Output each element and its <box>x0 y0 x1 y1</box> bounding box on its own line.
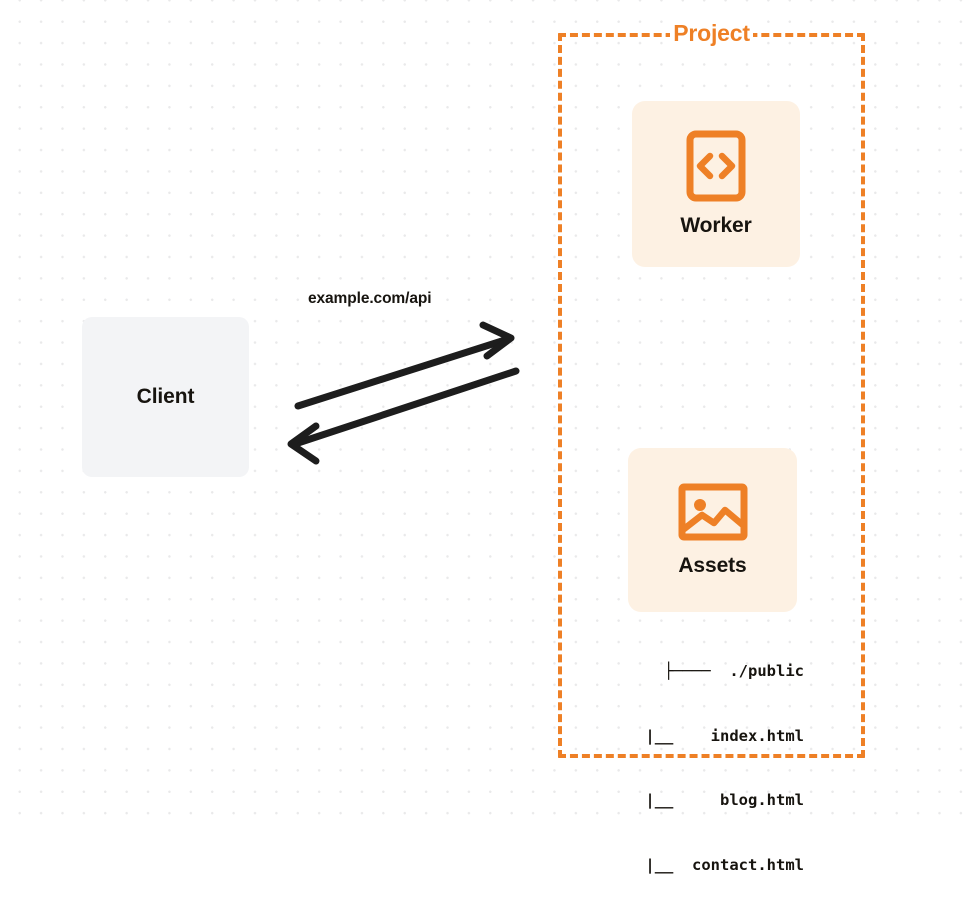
arrow-request <box>294 321 515 410</box>
project-title-text: Project <box>670 20 753 46</box>
node-assets[interactable]: Assets <box>628 448 797 612</box>
file-tree-line: |__ contact.html <box>608 855 804 874</box>
node-worker[interactable]: Worker <box>632 101 800 267</box>
file-tree-line: |__ index.html <box>608 726 804 745</box>
connector-label: example.com/api <box>308 290 432 307</box>
diagram-canvas: Client example.com/api Project Worker <box>0 0 980 874</box>
assets-file-tree: ├──── ./public |__ index.html |__ blog.h… <box>604 618 804 919</box>
arrow-response <box>287 367 520 465</box>
file-tree-line: ├──── ./public <box>664 662 804 680</box>
node-client[interactable]: Client <box>82 317 249 477</box>
code-brackets-icon <box>686 130 746 202</box>
image-icon <box>678 482 748 542</box>
node-assets-label: Assets <box>678 554 747 577</box>
project-title-label: Project <box>558 18 865 48</box>
node-worker-label: Worker <box>680 214 752 237</box>
node-client-label: Client <box>136 385 195 408</box>
file-tree-line: |__ blog.html <box>608 791 804 809</box>
